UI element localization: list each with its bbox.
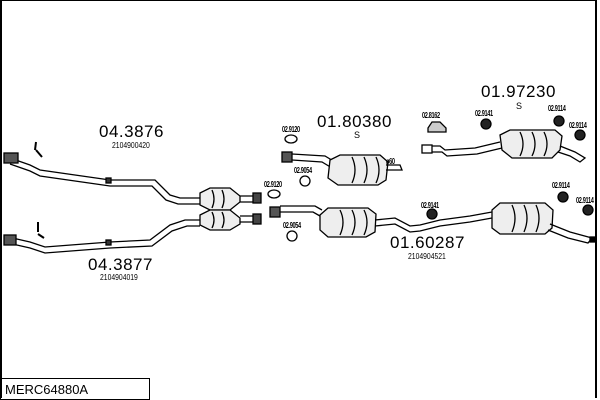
part-number-front-pipe-lower: 04.3877 xyxy=(88,255,153,274)
part-number-middle-silencer-upper: 01.80380 xyxy=(317,112,392,131)
variant-rear-silencer-upper: S xyxy=(516,101,523,111)
front-pipe-lower-drawing xyxy=(3,209,262,254)
part-number-rear-silencer-upper: 01.97230 xyxy=(481,82,556,101)
oe-number-silencer-assembly-lower: 2104904521 xyxy=(408,252,446,261)
accessory-icons xyxy=(267,115,594,242)
accessory-ring-upper-1: 02.9114 xyxy=(548,104,566,113)
silencer-assembly-lower-drawing xyxy=(269,202,596,244)
accessory-hanger-upper: 02.8162 xyxy=(422,111,440,120)
part-number-front-pipe-upper: 04.3876 xyxy=(99,122,164,141)
accessory-ring-lower-1: 02.9114 xyxy=(552,181,570,190)
accessory-rubber-lower: 02.9141 xyxy=(421,201,439,210)
diameter-label: ø60 xyxy=(386,157,395,166)
part-number-silencer-assembly-lower: 01.60287 xyxy=(390,233,465,252)
front-pipe-upper-drawing xyxy=(3,141,262,211)
diagram-code-label: MERC64880A xyxy=(0,378,150,400)
accessory-gasket-b: 02.9120 xyxy=(264,180,282,189)
accessory-clamp-b: 02.9054 xyxy=(283,221,301,230)
accessory-ring-upper-2: 02.9114 xyxy=(569,121,587,130)
accessory-clamp-a: 02.9054 xyxy=(294,166,312,175)
accessory-ring-lower-2: 02.9114 xyxy=(576,196,594,205)
accessory-gasket-a: 02.9120 xyxy=(282,125,300,134)
middle-silencer-upper-drawing xyxy=(281,151,403,186)
oe-number-front-pipe-upper: 2104900420 xyxy=(112,141,150,150)
variant-middle-silencer-upper: S xyxy=(354,130,361,140)
rear-silencer-upper-drawing xyxy=(421,121,587,163)
accessory-rubber-upper: 02.9141 xyxy=(475,109,493,118)
oe-number-front-pipe-lower: 2104904019 xyxy=(100,273,138,282)
